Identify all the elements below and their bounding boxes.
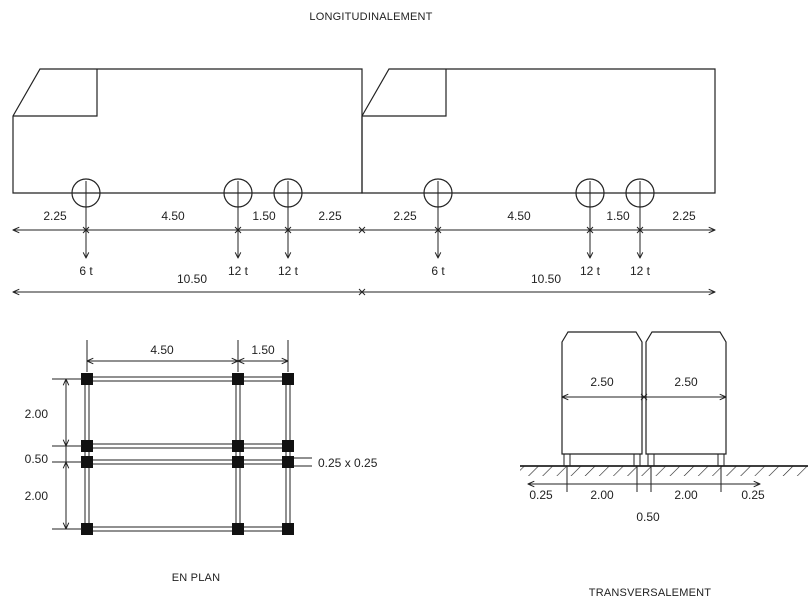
truck-1-body bbox=[12, 68, 363, 194]
truck-1-cab bbox=[13, 69, 98, 117]
trans-top-dim-2: 2.50 bbox=[674, 375, 698, 389]
truck-1-total: 10.50 bbox=[177, 272, 207, 286]
truck-1-spacing-4: 2.25 bbox=[318, 209, 342, 223]
trans-bottom-dim-4: 0.25 bbox=[741, 488, 765, 502]
trans-gap-dim: 0.50 bbox=[636, 510, 660, 524]
truck-2-total: 10.50 bbox=[531, 272, 561, 286]
truck-1-load-1: 6 t bbox=[79, 264, 93, 278]
truck-2-spacing-3: 1.50 bbox=[606, 209, 630, 223]
truck-1-spacing-3: 1.50 bbox=[252, 209, 276, 223]
plan-wheel-size: 0.25 x 0.25 bbox=[318, 456, 378, 470]
trans-bottom-dim-1: 0.25 bbox=[529, 488, 553, 502]
truck-2-body bbox=[361, 68, 716, 194]
truck-2-cab bbox=[362, 69, 447, 117]
truck-2: 6 t 12 t 12 t 2.25 4.50 1.50 2.25 10.50 bbox=[361, 68, 716, 286]
longitudinal-dimension-lines bbox=[13, 226, 715, 296]
plan-side-dim-3: 2.00 bbox=[25, 489, 49, 503]
truck-1-spacing-2: 4.50 bbox=[161, 209, 185, 223]
truck-1-load-2: 12 t bbox=[228, 264, 249, 278]
truck-2-spacing-1: 2.25 bbox=[393, 209, 417, 223]
transversal-view: 2.50 2.50 0.25 2.00 2.00 0.25 0.50 bbox=[520, 331, 808, 524]
trans-bottom-ext bbox=[566, 466, 722, 492]
title-longitudinal: LONGITUDINALEMENT bbox=[309, 11, 432, 23]
truck-2-load-2: 12 t bbox=[580, 264, 601, 278]
plan-top-dim-1: 4.50 bbox=[150, 343, 174, 357]
trans-top-dim-tick bbox=[640, 393, 648, 401]
ground-hatch bbox=[520, 466, 808, 476]
truck-2-spacing-2: 4.50 bbox=[507, 209, 531, 223]
title-plan: EN PLAN bbox=[172, 572, 220, 584]
trans-truck-right bbox=[645, 331, 727, 455]
plan-wheel-footprints bbox=[81, 373, 294, 535]
trans-truck-left bbox=[561, 331, 643, 455]
truck-2-spacing-4: 2.25 bbox=[672, 209, 696, 223]
trans-top-dim-1: 2.50 bbox=[590, 375, 614, 389]
plan-view: 4.50 1.50 2.00 0.50 2.00 0.25 x 0.25 bbox=[25, 340, 378, 535]
plan-axle-lines bbox=[84, 376, 291, 532]
trans-bottom-dim-2: 2.00 bbox=[590, 488, 614, 502]
truck-2-load-1: 6 t bbox=[431, 264, 445, 278]
trans-wheels bbox=[563, 453, 725, 467]
truck-1-load-3: 12 t bbox=[278, 264, 299, 278]
plan-top-dim-2: 1.50 bbox=[251, 343, 275, 357]
dimension-ticks bbox=[82, 226, 644, 296]
plan-side-dim-1: 2.00 bbox=[25, 407, 49, 421]
trans-bottom-dim-3: 2.00 bbox=[674, 488, 698, 502]
title-transversal: TRANSVERSALEMENT bbox=[589, 587, 711, 599]
truck-2-load-3: 12 t bbox=[630, 264, 651, 278]
plan-side-dim-2: 0.50 bbox=[25, 452, 49, 466]
truck-1: 6 t 12 t 12 t 2.25 4.50 1.50 2.25 10.50 bbox=[12, 68, 363, 286]
truck-1-spacing-1: 2.25 bbox=[43, 209, 67, 223]
